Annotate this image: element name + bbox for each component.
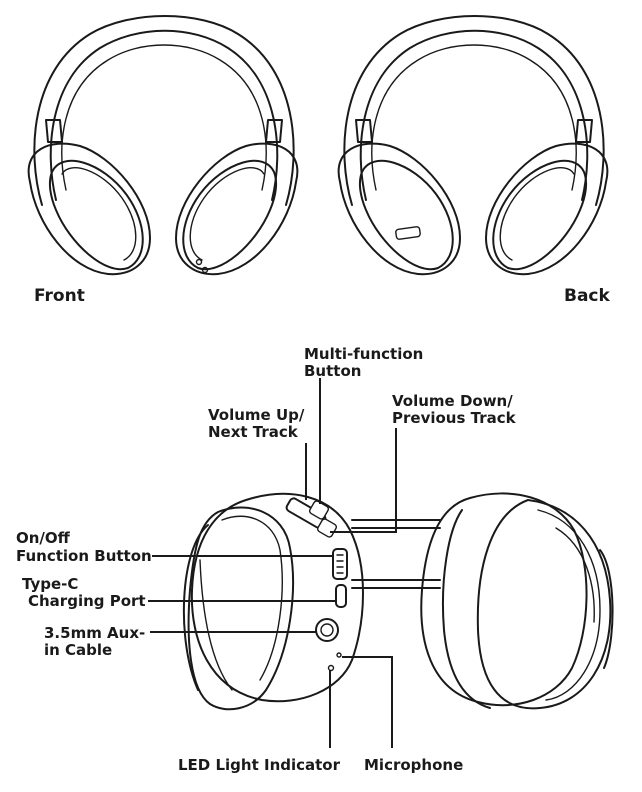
multi-function-label-line1: Multi-function <box>304 345 423 363</box>
aux-label-line2: in Cable <box>44 641 112 659</box>
volume-up-label-line2: Next Track <box>208 423 299 441</box>
microphone-label: Microphone <box>364 756 463 774</box>
multi-function-label-line2: Button <box>304 362 361 380</box>
back-label: Back <box>564 286 611 306</box>
on-off-label-line1: On/Off <box>16 529 71 547</box>
led-label: LED Light Indicator <box>178 756 341 774</box>
volume-down-label-line2: Previous Track <box>392 409 517 427</box>
leader-lines <box>148 378 397 748</box>
front-view-headphones <box>27 15 299 276</box>
aux-label-line1: 3.5mm Aux- <box>44 624 145 642</box>
volume-up-label-line1: Volume Up/ <box>208 406 305 424</box>
volume-down-label-line1: Volume Down/ <box>392 392 513 410</box>
detail-view-headphones <box>182 492 614 711</box>
front-label: Front <box>34 286 85 306</box>
back-view-headphones <box>337 15 609 276</box>
type-c-label-line2: Charging Port <box>28 592 146 610</box>
type-c-label-line1: Type-C <box>22 575 78 593</box>
on-off-label-line2: Function Button <box>16 547 152 565</box>
